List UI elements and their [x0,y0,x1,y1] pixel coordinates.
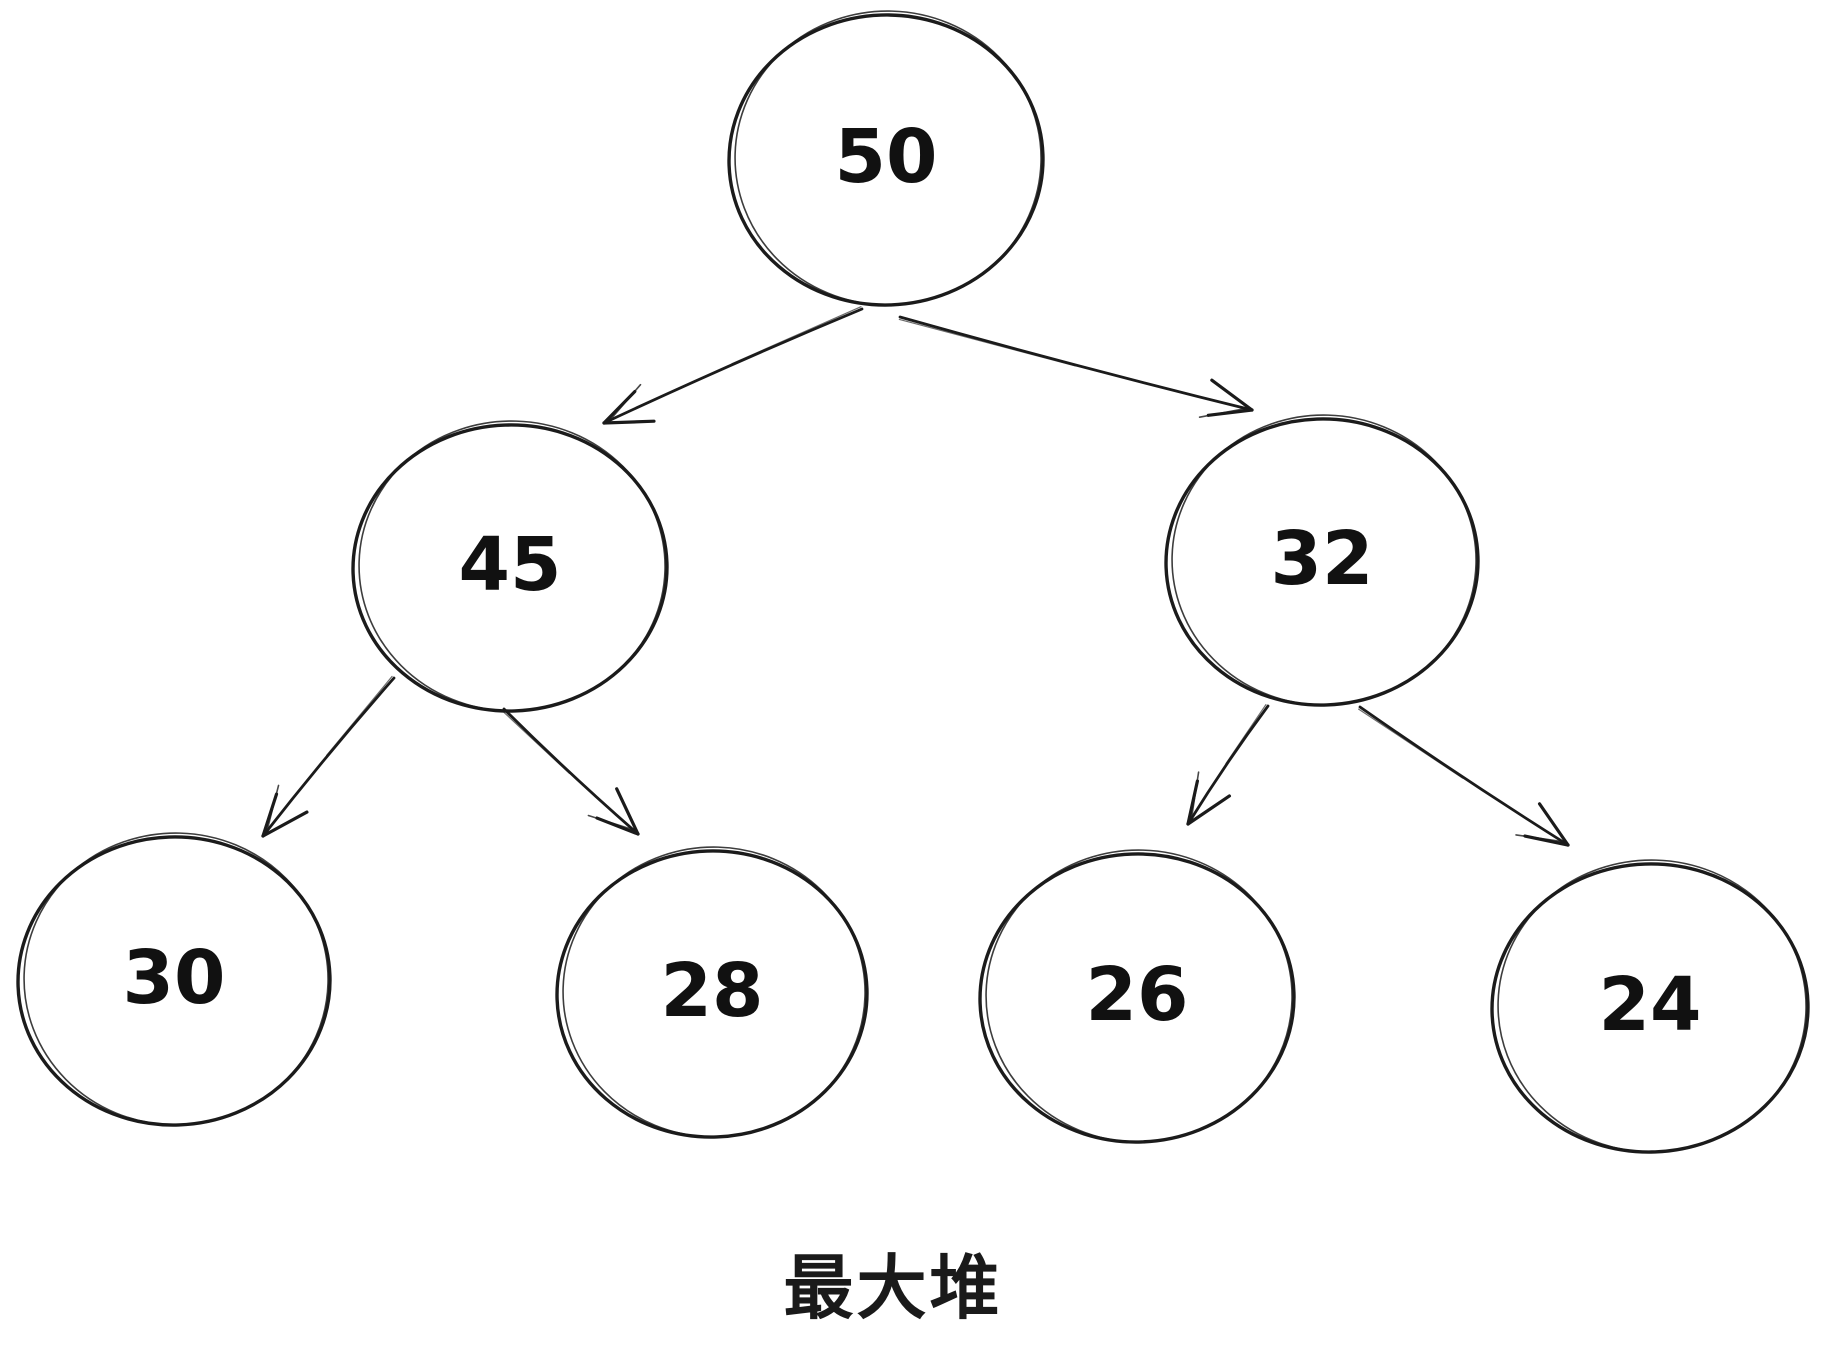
arrowhead-wing-overdraw [587,814,635,831]
tree-node-26: 26 [978,849,1296,1144]
edge-shaft-overdraw [898,318,1076,367]
arrowhead-wing-overdraw [1515,834,1564,843]
diagram-caption: 最大堆 [783,1249,1003,1327]
tree-node-45: 45 [351,420,669,713]
edge-50-45 [602,306,864,425]
edge-shaft [1186,704,1270,826]
edge-shaft-overdraw [1358,708,1464,779]
edge-shaft [1358,705,1570,847]
tree-node-30: 30 [16,832,332,1127]
edge-45-28 [501,707,640,836]
arrowhead-wing [261,810,309,838]
node-value: 32 [1271,516,1374,602]
node-circle-overdraw [562,846,866,1138]
edge-shaft [261,676,396,838]
tree-node-50: 50 [727,10,1045,307]
arrowhead-wing [1186,794,1232,826]
node-value: 28 [661,948,764,1034]
node-circle-overdraw [985,849,1293,1143]
edge-shaft [602,307,864,425]
edge-32-24 [1358,705,1570,847]
edge-50-32 [898,315,1254,418]
node-circle-overdraw [1497,859,1807,1153]
node-circle-overdraw [358,420,666,712]
node-value: 24 [1599,962,1702,1048]
node-value: 50 [835,114,938,200]
node-value: 26 [1086,952,1189,1038]
node-circle-overdraw [734,10,1042,306]
edge-shaft-overdraw [731,306,862,365]
edge-shaft-overdraw [325,675,393,757]
arrowhead-wing-overdraw [266,784,280,833]
arrowhead-wing-overdraw [608,383,642,422]
arrowhead-wing [615,787,640,836]
arrowhead-wing [1537,802,1570,847]
edge-32-26 [1186,703,1270,826]
tree-node-24: 24 [1490,859,1810,1154]
node-value: 45 [459,522,562,608]
tree-node-28: 28 [555,846,869,1139]
arrowhead-wing [1210,378,1254,412]
arrowhead-wing [602,419,656,425]
node-value: 30 [123,935,226,1021]
node-circle-overdraw [23,832,329,1126]
arrowhead-wing-overdraw [1198,407,1247,418]
edge-45-30 [261,675,396,838]
edge-shaft [898,315,1254,412]
arrowhead-wing-overdraw [1190,771,1200,820]
node-circle-overdraw [1171,414,1477,706]
tree-node-32: 32 [1164,414,1480,707]
edge-shaft-overdraw [1225,703,1267,765]
edge-shaft [502,707,640,836]
edge-shaft-overdraw [501,710,570,774]
